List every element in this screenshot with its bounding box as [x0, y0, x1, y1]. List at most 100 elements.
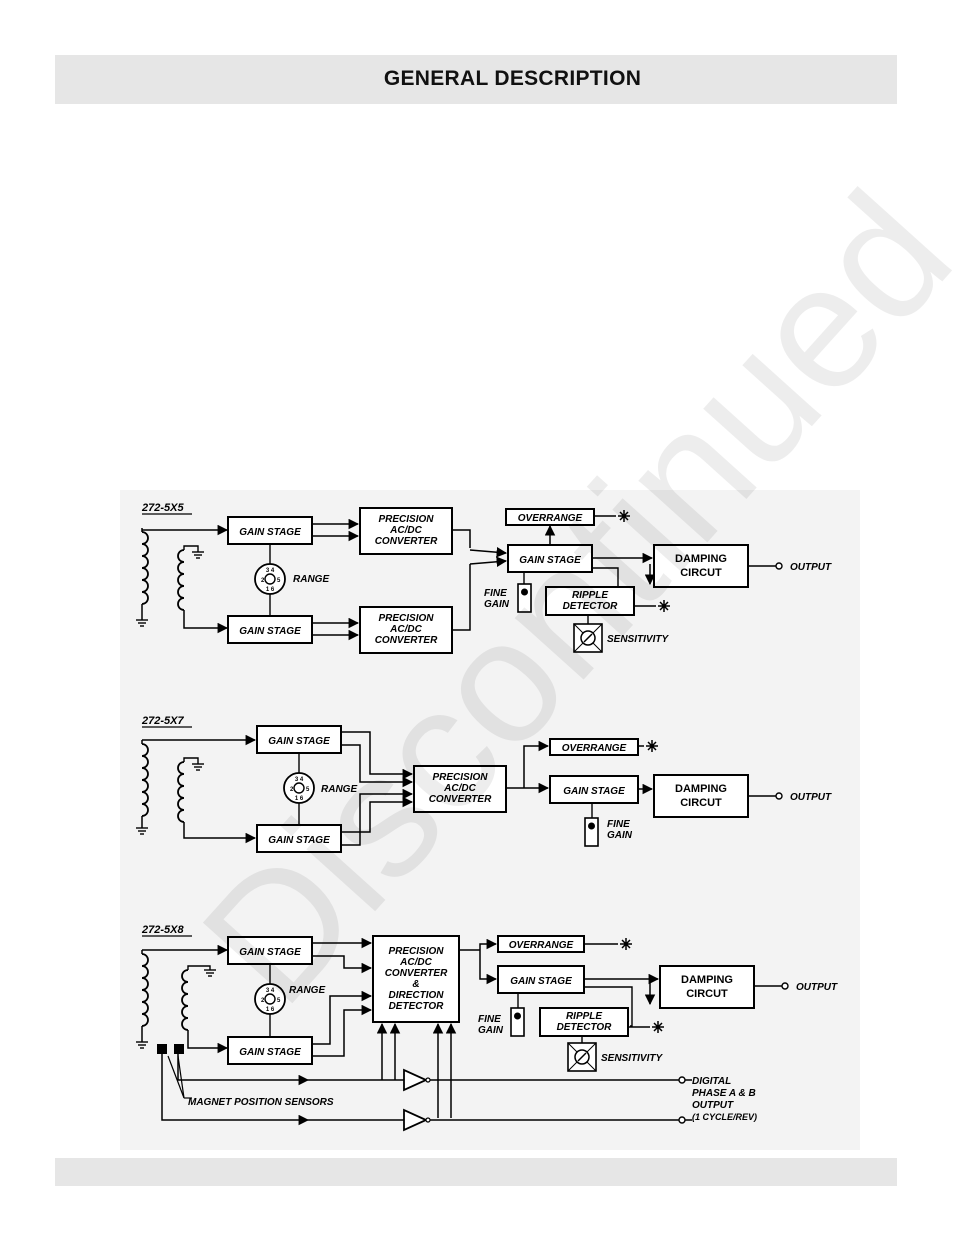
overrange-led-icon [617, 509, 631, 523]
ripple-led-icon [657, 599, 671, 613]
output-terminal-icon [775, 792, 783, 800]
overrange-box [549, 738, 639, 756]
overrange-led-icon [619, 937, 633, 951]
digital-label: DIGITAL [692, 1076, 731, 1087]
fine-label: FINE [478, 1014, 501, 1025]
overrange-led-icon [645, 739, 659, 753]
detector-label: DETECTOR [389, 1001, 445, 1012]
converter-label: CONVERTER [375, 635, 438, 646]
precision-converter-box [413, 765, 507, 813]
precision-converter-direction-detector-box [372, 935, 460, 1023]
precision-converter-2-box [359, 606, 453, 654]
range-switch-icon [283, 772, 315, 804]
damping-label: DAMPING [675, 553, 727, 565]
range-switch-icon [254, 983, 286, 1015]
ripple-label: RIPPLE [572, 590, 608, 601]
gain-stage-label: GAIN STAGE [239, 1047, 301, 1058]
damping-label: DAMPING [675, 783, 727, 795]
acdc-label: AC/DC [389, 624, 422, 635]
diagram-272-5x8: 272-5X8 GAIN STAGE GAIN STAGE 3 4 2 5 1 … [135, 924, 838, 1132]
magnet-sensor-a-icon [157, 1044, 167, 1054]
range-label: RANGE [293, 574, 329, 585]
circuit-label: CIRCUT [686, 988, 728, 1000]
sensitivity-label: SENSITIVITY [601, 1053, 663, 1064]
buffer-b-icon [403, 1108, 429, 1132]
diagram-272-5x7: 272-5X7 GAIN STAGE GAIN STAGE 3 4 2 5 1 … [135, 715, 832, 853]
ripple-label: RIPPLE [566, 1011, 602, 1022]
ripple-detector-box [539, 1007, 629, 1037]
gain-stage-1-box [227, 936, 313, 965]
ground-icon [135, 827, 149, 835]
overrange-label: OVERRANGE [509, 940, 574, 951]
gain-label: GAIN [484, 599, 510, 610]
svg-text:2: 2 [290, 787, 294, 793]
gain-stage-1-box [256, 725, 342, 754]
ampersand-label: & [412, 979, 419, 990]
primary-coil-icon [141, 743, 149, 817]
output-terminal-icon [775, 562, 783, 570]
digital-output-terminal-icon [678, 1076, 686, 1084]
precision-label: PRECISION [432, 772, 488, 783]
gain-stage-label: GAIN STAGE [239, 947, 301, 958]
svg-text:5: 5 [277, 578, 281, 584]
gain-stage-label: GAIN STAGE [519, 555, 581, 566]
detector-label: DETECTOR [557, 1022, 613, 1033]
circuit-label: CIRCUT [680, 797, 722, 809]
gain-stage-label: GAIN STAGE [239, 527, 301, 538]
buffer-a-icon [403, 1068, 429, 1092]
converter-label: CONVERTER [385, 968, 448, 979]
overrange-box [505, 508, 595, 526]
ripple-detector-box [545, 586, 635, 616]
range-label: RANGE [289, 985, 325, 996]
detector-label: DETECTOR [563, 601, 619, 612]
svg-text:2: 2 [261, 998, 265, 1004]
precision-label: PRECISION [378, 613, 434, 624]
acdc-label: AC/DC [399, 957, 432, 968]
gain-stage-3-box [497, 965, 585, 994]
digital-output-label: OUTPUT [692, 1100, 734, 1111]
secondary-coil-icon [177, 761, 185, 823]
fine-label: FINE [484, 588, 507, 599]
range-switch-icon [254, 563, 286, 595]
damping-circuit-box [653, 544, 749, 588]
svg-text:1 6: 1 6 [295, 796, 304, 802]
ground-icon [135, 1041, 149, 1049]
output-label: OUTPUT [790, 562, 832, 573]
converter-label: CONVERTER [375, 536, 438, 547]
gain-stage-3-box [507, 544, 593, 573]
svg-text:2: 2 [261, 578, 265, 584]
overrange-label: OVERRANGE [518, 513, 583, 524]
magnet-sensor-b-icon [174, 1044, 184, 1054]
primary-coil-icon [141, 953, 149, 1027]
gain-stage-label: GAIN STAGE [239, 626, 301, 637]
ground-icon [135, 619, 149, 627]
page-title: GENERAL DESCRIPTION [383, 67, 642, 90]
secondary-coil-icon [181, 969, 189, 1031]
diagram-272-5x5: 272-5X5 GAIN STAGE GAIN STAGE 3 4 2 5 1 … [135, 502, 832, 654]
output-label: OUTPUT [796, 982, 838, 993]
damping-circuit-box [659, 965, 755, 1009]
fine-gain-pot-icon [517, 583, 532, 613]
cycle-rev-label: (1 CYCLE/REV) [692, 1112, 757, 1122]
converter-label: CONVERTER [429, 794, 492, 805]
primary-coil-icon [141, 531, 149, 605]
ripple-led-icon [651, 1020, 665, 1034]
precision-converter-1-box [359, 507, 453, 555]
fine-gain-pot-icon [584, 817, 599, 847]
gain-stage-2-box [227, 1036, 313, 1065]
gain-stage-label: GAIN STAGE [563, 786, 625, 797]
secondary-coil-icon [177, 549, 185, 611]
gain-stage-2-box [256, 824, 342, 853]
phase-label: PHASE A & B [692, 1088, 756, 1099]
model-label-5x5: 272-5X5 [141, 502, 184, 514]
gain-stage-label: GAIN STAGE [268, 835, 330, 846]
svg-text:3 4: 3 4 [266, 988, 275, 994]
footer-bar [55, 1158, 897, 1186]
direction-label: DIRECTION [389, 990, 445, 1001]
gain-stage-1-box [227, 516, 313, 545]
circuit-label: CIRCUT [680, 567, 722, 579]
header-bar: GENERAL DESCRIPTION [55, 55, 897, 104]
fine-label: FINE [607, 819, 630, 830]
gain-label: GAIN [478, 1025, 504, 1036]
magnet-sensors-label: MAGNET POSITION SENSORS [188, 1097, 334, 1108]
